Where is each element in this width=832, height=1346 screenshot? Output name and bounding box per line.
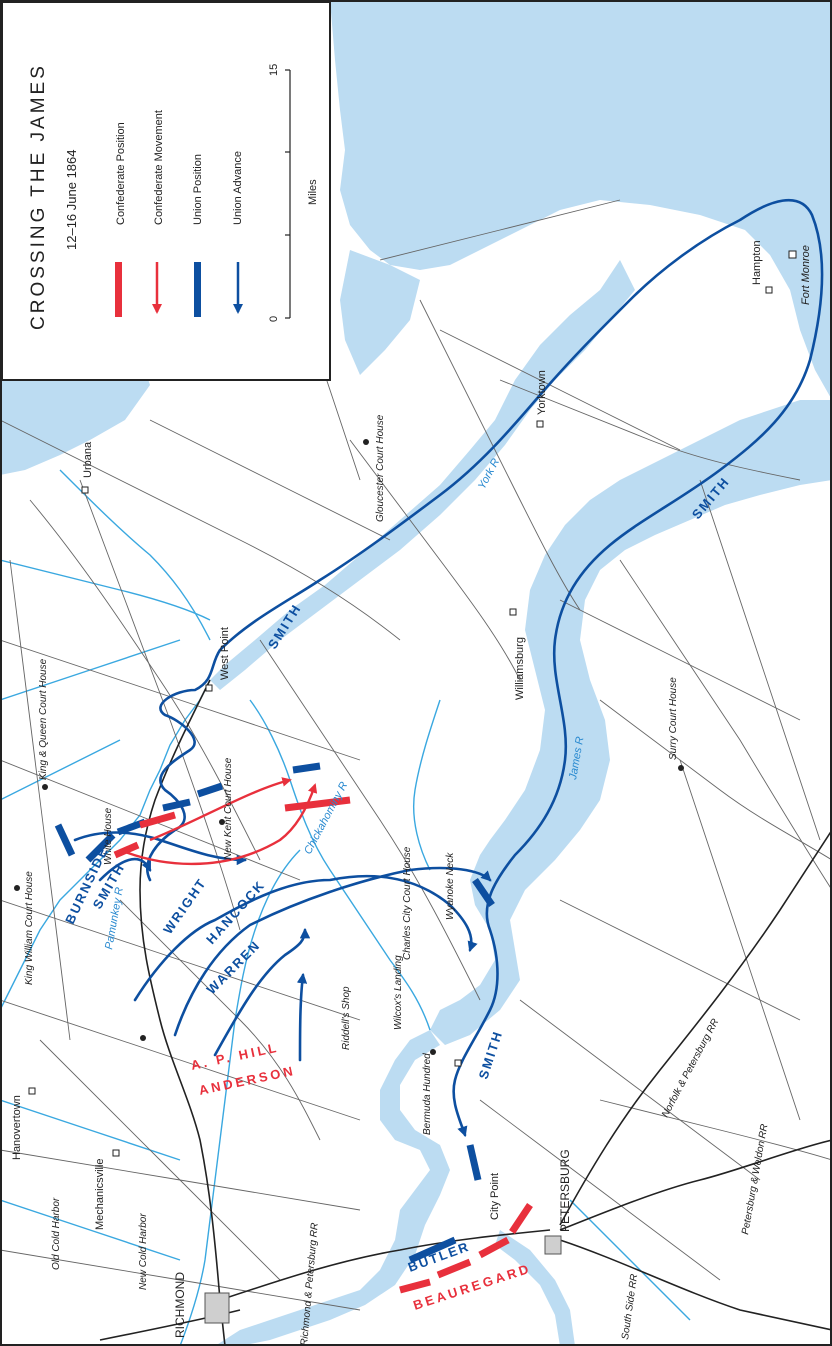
label-hanovertown: Hanovertown <box>11 1095 23 1160</box>
label-charles-city: Charles City Court House <box>402 846 413 960</box>
label-old-cold-harbor: Old Cold Harbor <box>51 1197 62 1270</box>
label-petersburg: PETERSBURG <box>558 1149 572 1232</box>
legend-confederate-position-swatch <box>115 262 122 317</box>
legend-title: CROSSING THE JAMES <box>28 63 49 330</box>
scale-tick-0: 0 <box>268 316 280 322</box>
label-chickahominy-river: Chickahominy R <box>302 780 350 856</box>
york-river <box>210 260 635 690</box>
mobjack-bay <box>340 250 420 375</box>
label-surry: Surry Court House <box>668 677 679 760</box>
label-urbana: Urbana <box>82 441 94 478</box>
unit-label-beauregard: BEAUREGARD <box>411 1261 533 1313</box>
confederate-position-beauregard-4 <box>509 1203 533 1234</box>
union-advance-wright <box>133 874 478 1002</box>
label-mechanicsville: Mechanicsville <box>94 1158 106 1230</box>
james-river <box>430 400 832 1045</box>
road-network <box>0 199 832 1311</box>
label-wyanoke-neck: Wyanoke Neck <box>445 852 456 920</box>
james-river-upper <box>215 1030 450 1346</box>
label-city-point: City Point <box>489 1173 501 1220</box>
scale-tick-15: 15 <box>268 64 280 76</box>
union-advance-burnside <box>73 831 248 866</box>
label-white-house: White House <box>103 807 114 865</box>
label-bermuda-hundred: Bermuda Hundred <box>422 1053 433 1135</box>
union-advances <box>73 198 824 1137</box>
union-advance-smith <box>98 857 152 882</box>
label-fort-monroe: Fort Monroe <box>800 245 812 305</box>
label-richmond-petersburg-rr: Richmond & Petersburg RR <box>299 1222 321 1346</box>
union-position-butler <box>408 1236 457 1264</box>
label-hampton: Hampton <box>751 240 763 285</box>
union-position-smith <box>85 832 116 863</box>
confederate-position-riddells <box>284 796 351 812</box>
label-new-cold-harbor: New Cold Harbor <box>138 1213 149 1290</box>
union-position-burnside <box>54 823 76 857</box>
union-advance-warren-2 <box>296 972 308 1062</box>
union-advance-hancock <box>173 866 492 1037</box>
union-position-wyanoke <box>472 878 495 907</box>
scale-bar: 0 15 Miles <box>268 64 319 322</box>
label-petersburg-weldon-rr: Petersburg & Weldon RR <box>740 1123 770 1235</box>
legend-item-confederate-position: Confederate Position <box>115 122 127 225</box>
minor-rivers <box>0 469 691 1346</box>
confederate-position-cold-harbor-2 <box>139 811 176 829</box>
legend-union-position-swatch <box>194 262 201 317</box>
confederate-move-aphill <box>149 777 292 842</box>
union-advance-smith-water <box>146 198 824 1137</box>
union-position-bermuda <box>466 1144 482 1181</box>
label-west-point: West Point <box>219 627 231 680</box>
place-labels: Urbana Gloucester Court House Yorktown H… <box>11 240 812 1338</box>
legend-item-union-position: Union Position <box>192 154 204 225</box>
confederate-position-beauregard-1 <box>399 1278 431 1294</box>
label-king-queen: King & Queen Court House <box>38 658 49 780</box>
label-king-william: King William Court House <box>24 871 35 985</box>
legend-frame <box>1 1 331 381</box>
confederate-position-cold-harbor-1 <box>113 841 140 859</box>
railroads <box>99 679 832 1346</box>
label-riddells-shop: Riddell's Shop <box>341 986 352 1050</box>
label-new-kent: New Kent Court House <box>223 757 234 860</box>
confederate-positions <box>113 796 533 1294</box>
label-williamsburg: Williamsburg <box>514 637 526 700</box>
chesapeake-bay <box>330 0 832 400</box>
label-wilcox: Wilcox's Landing <box>393 955 404 1030</box>
legend-item-confederate-movement: Confederate Movement <box>153 110 165 225</box>
town-markers <box>14 250 797 1324</box>
union-position-warren <box>196 782 224 798</box>
label-gloucester: Gloucester Court House <box>375 414 386 522</box>
legend: CROSSING THE JAMES 12–16 June 1864 Confe… <box>1 1 331 381</box>
appomattox-river <box>495 1230 575 1346</box>
label-yorktown: Yorktown <box>536 370 548 415</box>
union-positions <box>54 762 495 1264</box>
unit-labels: SMITH SMITH SMITH BURNSIDE SMITH WRIGHT … <box>62 474 733 1313</box>
legend-subtitle: 12–16 June 1864 <box>64 150 79 250</box>
union-position-riddells <box>292 762 321 774</box>
confederate-position-beauregard-2 <box>436 1258 472 1279</box>
scale-label: Miles <box>307 179 319 205</box>
confederate-position-beauregard-3 <box>478 1236 510 1259</box>
union-position-hancock <box>162 798 191 812</box>
unit-label-smith-james: SMITH <box>476 1028 506 1081</box>
legend-item-union-advance: Union Advance <box>232 151 244 225</box>
rappahannock-river <box>0 350 150 475</box>
label-richmond: RICHMOND <box>173 1272 187 1338</box>
label-south-side-rr: South Side RR <box>620 1273 640 1340</box>
union-advance-warren <box>213 927 311 1057</box>
